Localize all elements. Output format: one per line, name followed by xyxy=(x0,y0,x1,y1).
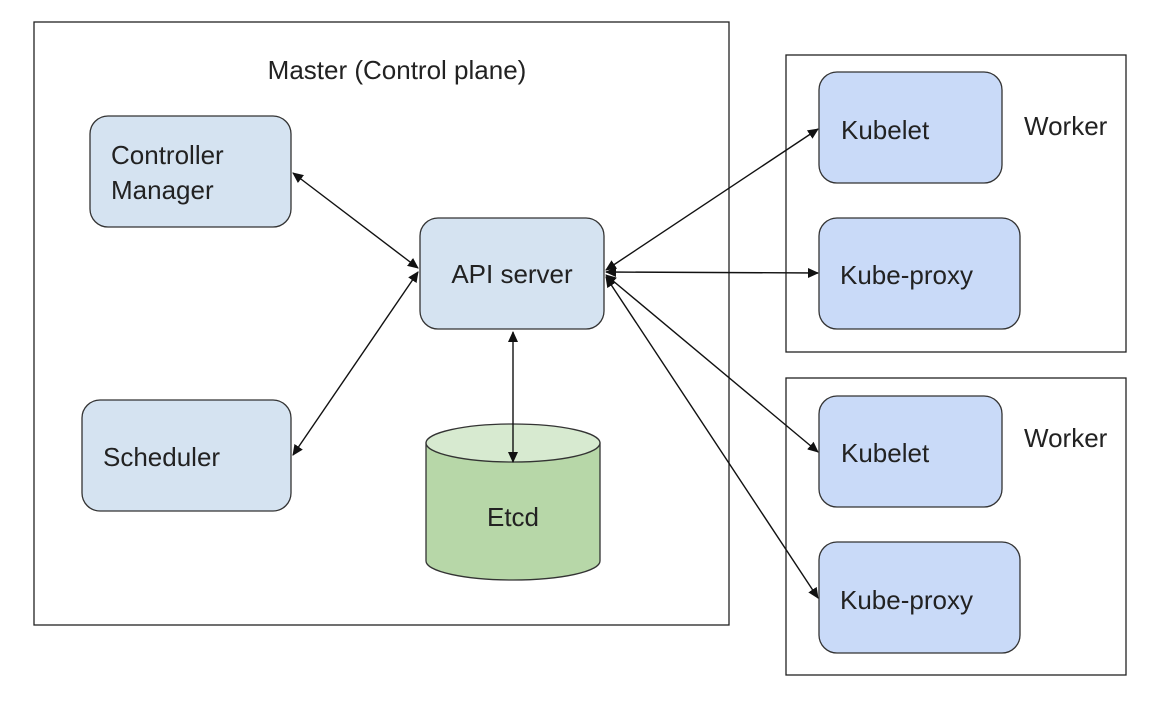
worker-2-kube-proxy-label: Kube-proxy xyxy=(840,585,973,615)
worker-1-kubelet-label: Kubelet xyxy=(841,115,930,145)
controller-manager-box: Controller Manager xyxy=(89,115,292,228)
arrow-controller-manager-api-server xyxy=(292,172,419,269)
worker-1-kube-proxy-box: Kube-proxy xyxy=(818,217,1021,330)
controller-manager-label-line2: Manager xyxy=(111,175,214,205)
api-server-label: API server xyxy=(451,259,573,289)
worker-1-kubelet-box: Kubelet xyxy=(818,71,1003,184)
arrow-api-server-worker-1-kube-proxy xyxy=(605,267,819,278)
arrow-scheduler-api-server xyxy=(292,271,419,456)
scheduler-box: Scheduler xyxy=(81,399,292,512)
arrow-api-server-worker-2-kube-proxy xyxy=(605,276,819,599)
worker-2-label: Worker xyxy=(1024,423,1108,453)
etcd-label: Etcd xyxy=(487,502,539,532)
arrow-api-server-worker-1-kubelet xyxy=(605,128,819,271)
connections xyxy=(292,128,819,599)
controller-manager-label-line1: Controller xyxy=(111,140,224,170)
worker-2-kube-proxy-box: Kube-proxy xyxy=(818,541,1021,654)
worker-node-2: Worker Kubelet Kube-proxy xyxy=(785,377,1127,676)
worker-1-kube-proxy-label: Kube-proxy xyxy=(840,260,973,290)
master-label: Master (Control plane) xyxy=(268,55,527,85)
scheduler-label: Scheduler xyxy=(103,442,220,472)
worker-1-label: Worker xyxy=(1024,111,1108,141)
api-server-box: API server xyxy=(419,217,605,330)
worker-node-1: Worker Kubelet Kube-proxy xyxy=(785,54,1127,353)
master-control-plane: Master (Control plane) xyxy=(33,21,730,626)
worker-2-kubelet-box: Kubelet xyxy=(818,395,1003,508)
worker-2-kubelet-label: Kubelet xyxy=(841,438,930,468)
